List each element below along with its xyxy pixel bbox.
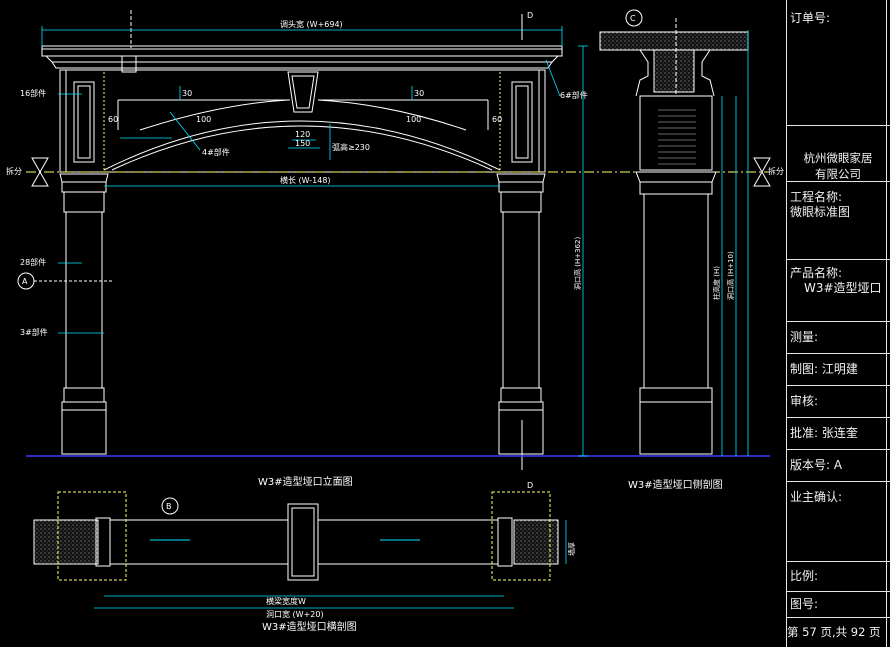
- keystone: [287, 71, 319, 113]
- dim-100-left: 100: [196, 115, 211, 124]
- callout-4: 4#部件: [202, 147, 230, 157]
- owner-confirm-label: 业主确认:: [790, 490, 843, 504]
- product-label: 产品名称:: [790, 266, 843, 280]
- side-dimensions: [721, 30, 749, 456]
- title-block-border-left: [786, 0, 787, 647]
- callout-16: 16部件: [20, 88, 46, 98]
- dim-30-right: 30: [414, 89, 424, 98]
- callout-28: 28部件: [20, 257, 46, 267]
- product-cell: 产品名称: W3#造型垭口: [786, 259, 890, 321]
- break-label-right: 拆分: [768, 166, 784, 176]
- dim-arc: 弧高≥230: [332, 142, 370, 152]
- callout-6: 6#部件: [560, 90, 588, 100]
- elevation-dimensions: [41, 26, 588, 457]
- dim-wall: 墙厚: [567, 542, 576, 556]
- dim-60-left: 60: [108, 115, 118, 124]
- owner-confirm-cell: 业主确认:: [786, 481, 890, 561]
- mid-dimension: 横长 (W-148): [280, 175, 331, 185]
- plan-dimensions: [94, 520, 567, 609]
- side-section: [599, 18, 749, 455]
- plan-yellow-outline: [57, 491, 551, 581]
- company-cell: 杭州微眼家居 有限公司: [786, 125, 890, 181]
- break-label-left: 拆分: [6, 166, 22, 176]
- section-label-d-bottom: D: [527, 481, 533, 490]
- plan-section: [33, 503, 559, 581]
- product-value: W3#造型垭口: [804, 281, 882, 295]
- order-no-cell: 订单号:: [786, 0, 890, 125]
- plan-keystone: [287, 503, 319, 581]
- version-cell: 版本号: A: [786, 449, 890, 481]
- company-name: 杭州微眼家居 有限公司: [803, 151, 873, 181]
- arch-outer: [103, 120, 501, 171]
- cornice-bracket: [121, 55, 137, 73]
- scale-label: 比例:: [790, 569, 819, 583]
- page-cell: 第 57 页,共 92 页: [786, 617, 890, 647]
- project-cell: 工程名称: 微眼标准图: [786, 181, 890, 259]
- drawn-cell: 制图: 江明建: [786, 353, 890, 385]
- dim-150: 150: [295, 139, 310, 148]
- wall-left: [33, 519, 99, 565]
- approve-label: 批准: 张连奎: [790, 426, 858, 440]
- title-side: W3#造型垭口侧剖图: [628, 478, 723, 491]
- section-marker-b: [161, 497, 179, 515]
- drawing-no-cell: 图号:: [786, 591, 890, 617]
- measure-cell: 测量:: [786, 321, 890, 353]
- plan-dim-outer: 洞口宽 (W+20): [266, 609, 324, 619]
- order-no-label: 订单号:: [790, 11, 831, 25]
- section-label-d-top: D: [527, 11, 533, 20]
- dim-120: 120: [295, 130, 310, 139]
- top-dimension: 调头宽 (W+694): [280, 19, 343, 29]
- section-markers: [17, 9, 643, 515]
- dim-30-left: 30: [182, 89, 192, 98]
- drawn-label: 制图: 江明建: [790, 362, 858, 376]
- dim-100-right: 100: [406, 115, 421, 124]
- callout-3: 3#部件: [20, 327, 48, 337]
- section-label-b: B: [166, 502, 172, 511]
- dim-height-2: 洞口高 (H+10): [726, 251, 735, 300]
- side-panel-left: [73, 81, 95, 163]
- approve-cell: 批准: 张连奎: [786, 417, 890, 449]
- review-label: 审核:: [790, 394, 819, 408]
- column-left: [59, 173, 109, 455]
- section-label-a: A: [22, 277, 28, 286]
- measure-label: 测量:: [790, 330, 819, 344]
- side-panel-right: [511, 81, 533, 163]
- section-label-c: C: [630, 14, 636, 23]
- wall-right: [513, 519, 559, 565]
- break-markers: [31, 157, 771, 187]
- title-block-border-right: [886, 0, 887, 647]
- title-plan: W3#造型垭口横剖图: [262, 620, 357, 633]
- dim-60-right: 60: [492, 115, 502, 124]
- dim-height-1: 洞口高 (H+362): [573, 237, 582, 290]
- scale-cell: 比例:: [786, 561, 890, 591]
- project-value: 微眼标准图: [790, 205, 851, 219]
- section-marker-c: [625, 9, 643, 27]
- drawing-no-label: 图号:: [790, 597, 819, 611]
- title-block: 订单号: 杭州微眼家居 有限公司 工程名称: 微眼标准图 产品名称: W3#造型…: [786, 0, 890, 647]
- project-label: 工程名称:: [790, 190, 843, 204]
- dim-height-3: 柱高度 (H): [712, 266, 721, 300]
- column-right: [496, 173, 546, 455]
- review-cell: 审核:: [786, 385, 890, 417]
- version-label: 版本号: A: [790, 458, 843, 472]
- page-label: 第 57 页,共 92 页: [787, 625, 881, 639]
- plan-dim-inner: 横梁宽度W: [266, 596, 306, 606]
- title-elevation: W3#造型垭口立面图: [258, 475, 353, 488]
